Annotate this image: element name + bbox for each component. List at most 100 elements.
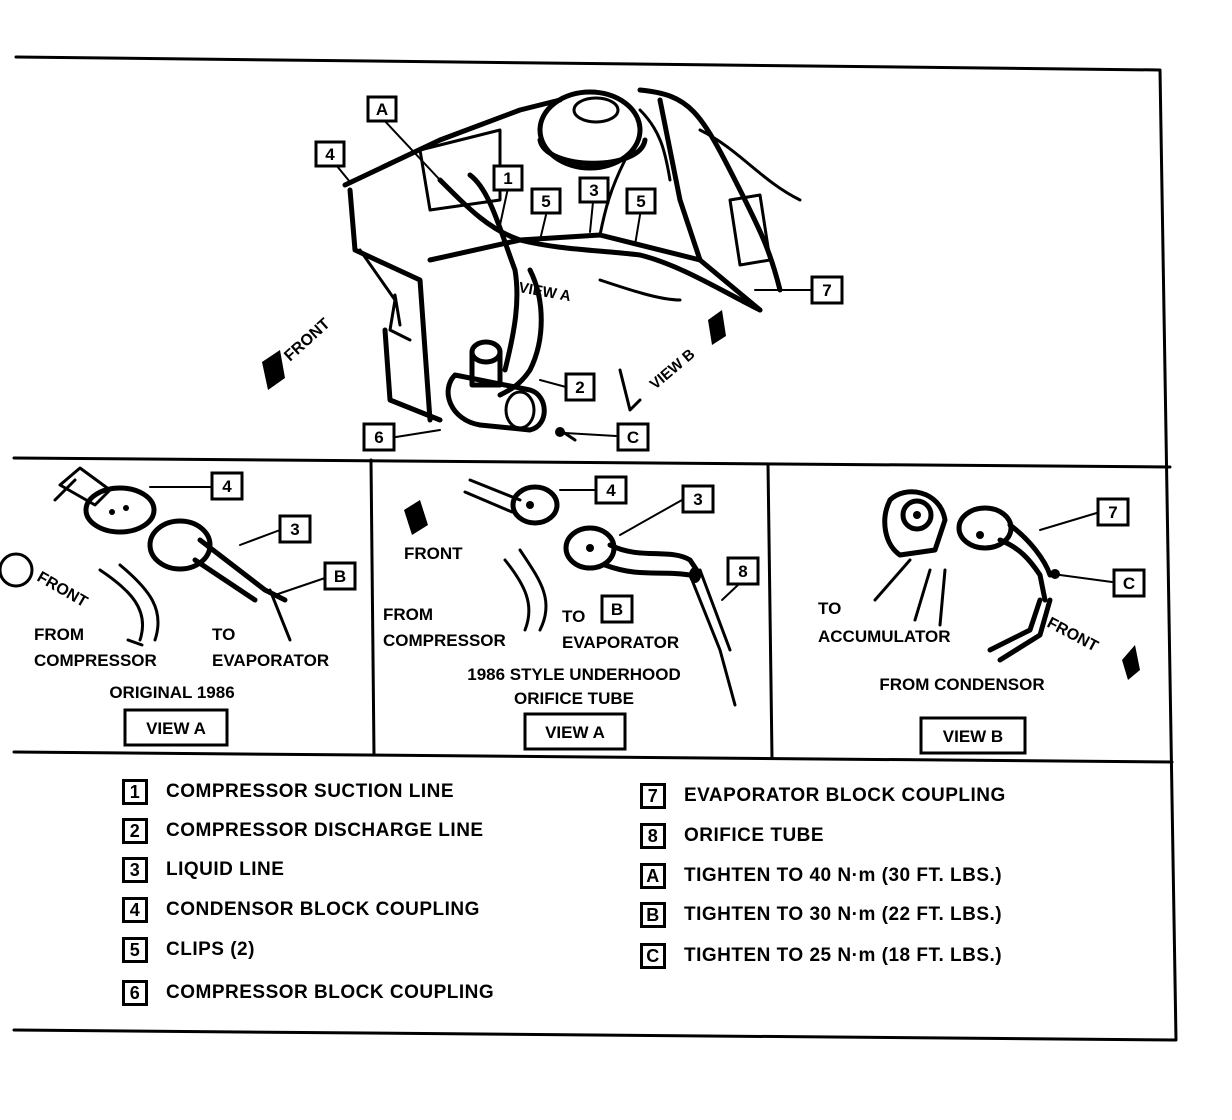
legend-item: 4 CONDENSOR BLOCK COUPLING (122, 893, 480, 927)
callout-box: 4 (314, 140, 346, 168)
panel-mid-evaporator: EVAPORATOR (562, 633, 679, 652)
callout-box: B (600, 594, 634, 624)
panel-right-illustration (873, 489, 1140, 680)
panel-mid-illustration (404, 478, 739, 707)
panel-left-view-box (123, 708, 229, 747)
panel-left-from: FROM (34, 625, 84, 644)
callout-box: 4 (210, 471, 244, 501)
engine-illustration (262, 87, 802, 442)
legend-item: 6 COMPRESSOR BLOCK COUPLING (122, 976, 494, 1010)
panel-right-callouts: 7 C (1096, 497, 1146, 598)
svg-text:1: 1 (503, 169, 512, 188)
panel-mid-view-box (523, 712, 627, 751)
panel-left-callouts: 4 3 B (210, 471, 357, 591)
legend-text: ORIFICE TUBE (684, 825, 825, 846)
legend-item: B TIGHTEN TO 30 N·m (22 FT. LBS.) (640, 898, 1002, 932)
panel-right-from-condensor: FROM CONDENSOR (879, 675, 1044, 694)
legend-item: A TIGHTEN TO 40 N·m (30 FT. LBS.) (640, 859, 1002, 893)
legend-key: 7 (640, 783, 666, 809)
panel-right-accumulator: ACCUMULATOR (818, 627, 951, 646)
callout-box: C (616, 422, 650, 452)
panel-mid-callouts: 4 3 8 B (594, 475, 760, 624)
panel-mid-compressor: COMPRESSOR (383, 631, 506, 650)
panel-mid-caption-2: ORIFICE TUBE (514, 689, 634, 708)
legend-key: B (640, 902, 666, 928)
svg-text:7: 7 (822, 281, 831, 300)
panel-left-to: TO (212, 625, 235, 644)
legend-item: 1 COMPRESSOR SUCTION LINE (122, 775, 454, 809)
legend-text: COMPRESSOR BLOCK COUPLING (166, 982, 495, 1003)
legend-key: 1 (122, 779, 148, 805)
svg-text:5: 5 (636, 192, 645, 211)
callout-box: 7 (810, 275, 844, 305)
main-front-label: FRONT (281, 315, 333, 365)
callout-box: C (1112, 568, 1146, 598)
legend-item: 5 CLIPS (2) (122, 933, 255, 967)
legend-key: 2 (122, 818, 148, 844)
legend-key: 8 (640, 823, 666, 849)
panel-right-front: FRONT (1044, 615, 1101, 656)
main-leaders (331, 117, 813, 438)
legend-item: 2 COMPRESSOR DISCHARGE LINE (122, 814, 484, 848)
svg-text:8: 8 (738, 562, 747, 581)
panel-left-compressor: COMPRESSOR (34, 651, 157, 670)
svg-text:B: B (334, 567, 346, 586)
legend-item: C TIGHTEN TO 25 N·m (18 FT. LBS.) (640, 939, 1002, 973)
callout-box: 3 (681, 484, 715, 514)
callout-box: 3 (578, 176, 610, 204)
panel-left-evaporator: EVAPORATOR (212, 651, 329, 670)
svg-text:4: 4 (222, 477, 232, 496)
legend-item: 7 EVAPORATOR BLOCK COUPLING (640, 779, 1006, 813)
legend-text: LIQUID LINE (166, 859, 285, 880)
svg-text:3: 3 (290, 520, 299, 539)
legend-key: A (640, 863, 666, 889)
panel-left-illustration (0, 466, 326, 647)
svg-text:B: B (611, 600, 623, 619)
svg-text:A: A (376, 100, 388, 119)
legend-item: 8 ORIFICE TUBE (640, 819, 824, 853)
legend-key: 5 (122, 937, 148, 963)
panel-left-caption: ORIGINAL 1986 (109, 683, 234, 702)
legend-text: TIGHTEN TO 40 N·m (30 FT. LBS.) (684, 865, 1003, 886)
callout-box: B (323, 561, 357, 591)
legend-item: 3 LIQUID LINE (122, 853, 284, 887)
svg-text:C: C (627, 428, 639, 447)
panel-mid-front: FRONT (404, 544, 463, 563)
callout-box: 3 (278, 514, 312, 544)
legend-key: C (640, 943, 666, 969)
svg-text:4: 4 (325, 145, 335, 164)
legend-text: EVAPORATOR BLOCK COUPLING (684, 785, 1006, 806)
legend-text: TIGHTEN TO 30 N·m (22 FT. LBS.) (684, 904, 1003, 925)
view-a-label: VIEW A (517, 279, 572, 305)
callout-box: 1 (492, 164, 524, 192)
svg-text:4: 4 (606, 481, 616, 500)
legend-text: COMPRESSOR SUCTION LINE (166, 781, 455, 802)
panel-mid-to: TO (562, 607, 585, 626)
callout-box: A (366, 95, 398, 123)
panel-mid-from: FROM (383, 605, 433, 624)
svg-text:7: 7 (1108, 503, 1117, 522)
view-b-label: VIEW B (647, 346, 699, 393)
panel-right-view-box (919, 716, 1027, 755)
legend-key: 4 (122, 897, 148, 923)
callout-box: 6 (362, 422, 396, 452)
panel-right-view: VIEW B (943, 727, 1003, 746)
callout-box: 4 (594, 475, 628, 505)
callout-box: 5 (530, 187, 562, 215)
legend-text: TIGHTEN TO 25 N·m (18 FT. LBS.) (684, 945, 1003, 966)
callout-box: 7 (1096, 497, 1130, 527)
panel-mid-caption-1: 1986 STYLE UNDERHOOD (467, 665, 681, 684)
frame (12, 55, 1178, 1042)
svg-text:C: C (1123, 574, 1135, 593)
legend-key: 6 (122, 980, 148, 1006)
panel-mid-view: VIEW A (545, 723, 605, 742)
svg-text:3: 3 (589, 181, 598, 200)
panel-right-to: TO (818, 599, 841, 618)
legend-text: CONDENSOR BLOCK COUPLING (166, 899, 480, 920)
panel-left-view: VIEW A (146, 719, 206, 738)
svg-text:3: 3 (693, 490, 702, 509)
svg-text:2: 2 (575, 378, 584, 397)
panel-left-front: FRONT (34, 569, 90, 611)
callout-box: 2 (564, 372, 596, 402)
